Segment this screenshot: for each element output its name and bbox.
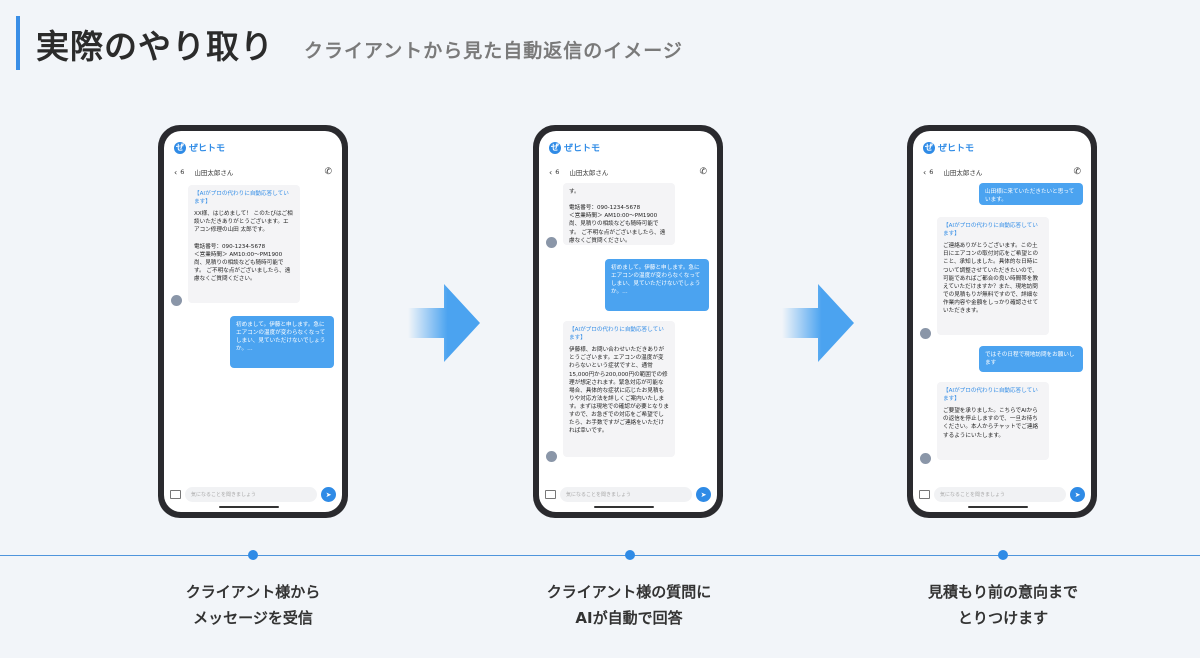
home-indicator — [219, 506, 279, 508]
send-icon[interactable]: ➤ — [321, 487, 336, 502]
brand-name: ぜヒトモ — [938, 144, 975, 154]
message-text: ご要望を承りました。こちらでAIからの返信を停止しますので、一旦お待ちください。… — [943, 408, 1039, 439]
brand-logo-icon: ぜ — [174, 141, 186, 154]
chat-partner-name: 山田太郎さん — [194, 169, 234, 177]
received-message: 【AIがプロの代わりに自動応答しています】ご連絡ありがとうございます。この土日に… — [937, 217, 1049, 335]
avatar — [546, 451, 557, 462]
message-text: 伊藤様、お問い合わせいただきありがとうございます。エアコンの温度が変わらないとい… — [569, 347, 669, 435]
timeline-dot — [248, 550, 258, 560]
step-caption-2: クライアント様の質問に AIが自動で回答 — [519, 580, 739, 631]
title-accent-bar — [16, 16, 20, 70]
phone-icon[interactable]: ✆ — [324, 167, 332, 177]
step-caption-3: 見積もり前の意向まで とりつけます — [893, 580, 1113, 631]
app-brand: ぜ ぜヒトモ — [174, 141, 225, 154]
message-list: 山田様に来ていただきたいと思っています。 【AIがプロの代わりに自動応答していま… — [913, 183, 1091, 482]
message-text: XX様、はじめまして！ このたびはご相談いただきありがとうございます。エアコン修… — [194, 211, 293, 283]
message-input[interactable]: 気になることを聞きましょう — [560, 487, 692, 502]
phone-mockup-3: ぜ ぜヒトモ ‹ 6 山田太郎さん ✆ 山田様に来ていただきたいと思っています。… — [907, 125, 1097, 518]
chat-header: ‹ 6 山田太郎さん ✆ — [549, 167, 707, 177]
received-message: 【AIがプロの代わりに自動応答しています】ご要望を承りました。こちらでAIからの… — [937, 382, 1049, 460]
brand-logo-icon: ぜ — [923, 141, 935, 154]
received-message: 【AIがプロの代わりに自動応答しています】 XX様、はじめまして！ このたびはご相… — [188, 185, 300, 303]
image-icon[interactable] — [170, 490, 181, 499]
sent-message: 初めまして。伊藤と申します。急にエアコンの温度が変わらなくなってしまい、見ていた… — [605, 259, 709, 311]
chevron-left-icon[interactable]: ‹ — [549, 167, 553, 177]
phone-screen: ぜ ぜヒトモ ‹ 6 山田太郎さん ✆ 【AIがプロの代わりに自動応答しています… — [164, 131, 342, 512]
sent-message: 山田様に来ていただきたいと思っています。 — [979, 183, 1083, 205]
message-input-row: 気になることを聞きましょう ➤ — [170, 487, 336, 502]
message-input[interactable]: 気になることを聞きましょう — [934, 487, 1066, 502]
arrow-right-icon — [782, 284, 854, 362]
page-subtitle: クライアントから見た自動返信のイメージ — [304, 40, 683, 62]
ai-auto-reply-tag: 【AIがプロの代わりに自動応答しています】 — [943, 388, 1038, 403]
received-message: 【AIがプロの代わりに自動応答しています】伊藤様、お問い合わせいただきありがとう… — [563, 321, 675, 457]
sent-message: 初めまして。伊藤と申します。急にエアコンの温度が変わらなくなってしまい、見ていた… — [230, 316, 334, 368]
caption-line: 見積もり前の意向まで — [927, 583, 1078, 601]
app-brand: ぜ ぜヒトモ — [923, 141, 974, 154]
chevron-left-icon[interactable]: ‹ — [923, 167, 927, 177]
phone-icon[interactable]: ✆ — [1073, 167, 1081, 177]
brand-name: ぜヒトモ — [564, 144, 601, 154]
timeline-line — [0, 555, 1200, 556]
message-input[interactable]: 気になることを聞きましょう — [185, 487, 317, 502]
phone-mockup-2: ぜ ぜヒトモ ‹ 6 山田太郎さん ✆ す。 電話番号：090-1234-567… — [533, 125, 723, 518]
chat-partner-name: 山田太郎さん — [943, 169, 983, 177]
app-brand: ぜ ぜヒトモ — [549, 141, 600, 154]
phone-icon[interactable]: ✆ — [699, 167, 707, 177]
unread-count: 6 — [555, 168, 560, 176]
phone-screen: ぜ ぜヒトモ ‹ 6 山田太郎さん ✆ す。 電話番号：090-1234-567… — [539, 131, 717, 512]
chat-header: ‹ 6 山田太郎さん ✆ — [174, 167, 332, 177]
message-input-row: 気になることを聞きましょう ➤ — [545, 487, 711, 502]
caption-line: メッセージを受信 — [193, 608, 313, 627]
avatar — [171, 295, 182, 306]
avatar — [920, 453, 931, 464]
send-icon[interactable]: ➤ — [1070, 487, 1085, 502]
caption-line: とりつけます — [957, 608, 1049, 627]
sent-message: ではその日程で現地訪問をお願いします — [979, 346, 1083, 372]
chat-header: ‹ 6 山田太郎さん ✆ — [923, 167, 1081, 177]
ai-auto-reply-tag: 【AIがプロの代わりに自動応答しています】 — [569, 327, 664, 342]
chevron-left-icon[interactable]: ‹ — [174, 167, 178, 177]
message-text: ご連絡ありがとうございます。この土日にエアコンの取付対応をご希望とのこと、承知し… — [943, 243, 1039, 315]
message-list: 【AIがプロの代わりに自動応答しています】 XX様、はじめまして！ このたびはご相… — [164, 183, 342, 482]
timeline-dot — [998, 550, 1008, 560]
step-caption-1: クライアント様から メッセージを受信 — [143, 580, 363, 631]
page-title: 実際のやり取り — [36, 27, 274, 66]
timeline-dot — [625, 550, 635, 560]
brand-logo-icon: ぜ — [549, 141, 561, 154]
caption-line: AIが自動で回答 — [575, 608, 683, 627]
caption-line: クライアント様の質問に — [546, 583, 712, 601]
phone-mockup-1: ぜ ぜヒトモ ‹ 6 山田太郎さん ✆ 【AIがプロの代わりに自動応答しています… — [158, 125, 348, 518]
home-indicator — [968, 506, 1028, 508]
received-message: す。 電話番号：090-1234-5678 ＜営業時間＞ AM10:00〜PM1… — [563, 183, 675, 245]
avatar — [920, 328, 931, 339]
ai-auto-reply-tag: 【AIがプロの代わりに自動応答しています】 — [943, 223, 1038, 238]
image-icon[interactable] — [545, 490, 556, 499]
avatar — [546, 237, 557, 248]
arrow-right-icon — [408, 284, 480, 362]
phone-screen: ぜ ぜヒトモ ‹ 6 山田太郎さん ✆ 山田様に来ていただきたいと思っています。… — [913, 131, 1091, 512]
message-list: す。 電話番号：090-1234-5678 ＜営業時間＞ AM10:00〜PM1… — [539, 183, 717, 482]
brand-name: ぜヒトモ — [189, 144, 226, 154]
image-icon[interactable] — [919, 490, 930, 499]
chat-partner-name: 山田太郎さん — [569, 169, 609, 177]
ai-auto-reply-tag: 【AIがプロの代わりに自動応答しています】 — [194, 191, 289, 206]
unread-count: 6 — [929, 168, 934, 176]
send-icon[interactable]: ➤ — [696, 487, 711, 502]
unread-count: 6 — [180, 168, 185, 176]
home-indicator — [594, 506, 654, 508]
caption-line: クライアント様から — [185, 583, 321, 601]
message-input-row: 気になることを聞きましょう ➤ — [919, 487, 1085, 502]
